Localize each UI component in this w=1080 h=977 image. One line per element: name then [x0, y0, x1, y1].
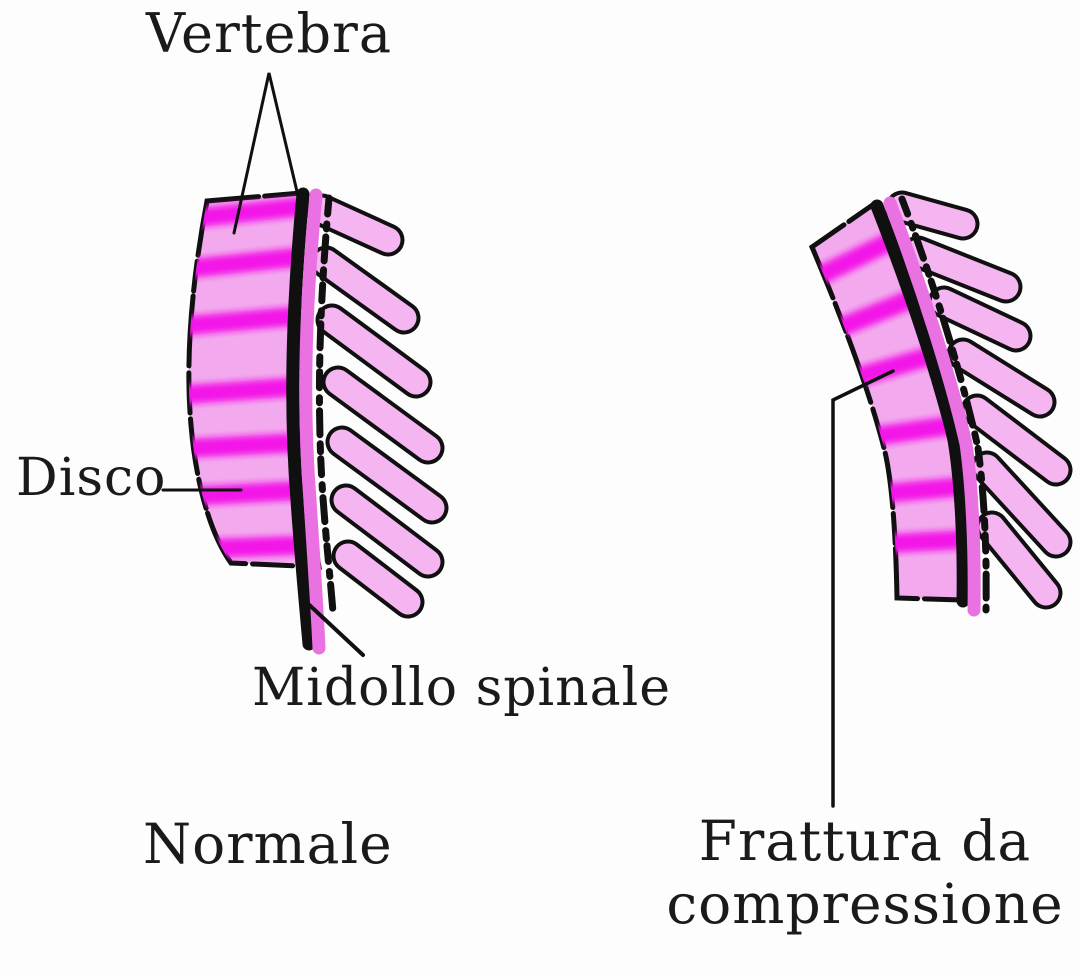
- spinous-process: [321, 365, 445, 465]
- spinous-process: [901, 235, 1023, 304]
- posterior-arch-edge: [315, 194, 337, 616]
- spinous-process: [309, 245, 421, 335]
- spinous-process: [970, 450, 1073, 559]
- spinous-process: [315, 303, 433, 399]
- spinous-process: [305, 193, 405, 257]
- spinal-cord: [883, 196, 981, 617]
- disco-label: Disco: [16, 448, 167, 508]
- spinous-process: [927, 285, 1033, 353]
- vertebra-pointer: [232, 72, 301, 235]
- fractured-spine-figure: [774, 190, 1073, 617]
- posterior-arch-edge: [898, 195, 990, 614]
- spinous-process: [325, 425, 449, 525]
- midollo-spinale-label: Midollo spinale: [252, 658, 672, 718]
- fractured-spinous-processes: [885, 190, 1073, 610]
- spinous-process: [885, 190, 980, 241]
- normal-spine-figure: [179, 187, 449, 655]
- spinal-cord: [299, 188, 326, 655]
- frattura-caption: Frattura da compressione: [640, 810, 1080, 935]
- frattura-pointer: [831, 369, 895, 808]
- posterior-body-edge: [286, 187, 316, 651]
- spinous-process: [331, 539, 425, 619]
- spinous-process: [960, 393, 1073, 487]
- pointer-lines: [161, 72, 895, 808]
- spinous-process: [329, 483, 445, 579]
- normal-spinous-processes: [305, 193, 449, 619]
- midollo-spinale-pointer: [302, 598, 365, 657]
- vertebra-label: Vertebra: [146, 2, 393, 65]
- frattura-caption-line2: compressione: [666, 871, 1064, 936]
- posterior-body-edge: [870, 199, 970, 608]
- frattura-caption-line1: Frattura da: [698, 809, 1032, 873]
- normale-caption: Normale: [143, 812, 393, 876]
- spinous-process: [946, 337, 1057, 419]
- spinous-process: [975, 510, 1063, 610]
